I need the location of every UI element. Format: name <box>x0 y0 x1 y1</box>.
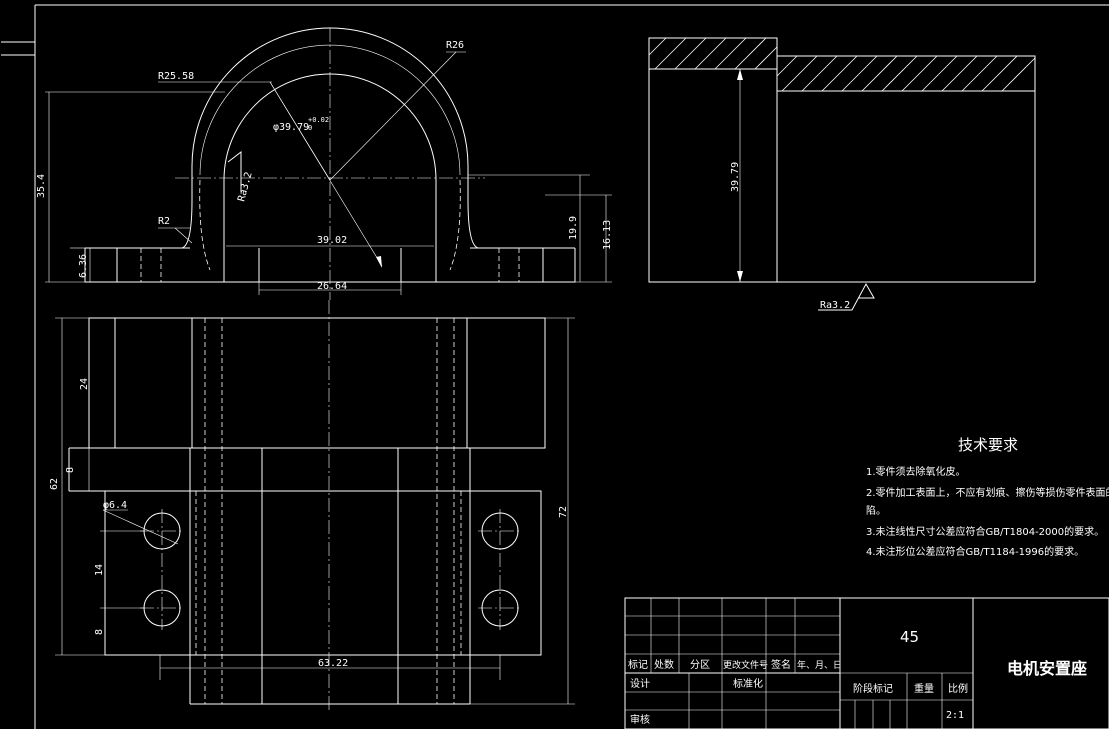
dim-tol-upper: +0.02 <box>308 116 329 124</box>
hdr-change-doc: 更改文件号 <box>723 659 768 671</box>
dim-bore: φ39.79 <box>273 122 309 133</box>
dim-6-36: 6.36 <box>78 254 89 278</box>
hdr-count: 处数 <box>654 658 674 671</box>
roughness-side: Ra3.2 <box>820 300 850 311</box>
lbl-weight: 重量 <box>914 682 934 695</box>
technical-notes: 技术要求 1.零件须去除氧化皮。 2.零件加工表面上，不应有划痕、擦伤等损伤零件… <box>866 436 1109 558</box>
title-block: 45 电机安置座 标记 处数 分区 更改文件号 签名 年、月、日 设计 标准化 … <box>624 597 1109 729</box>
lbl-design: 设计 <box>630 677 650 690</box>
dim-r26: R26 <box>446 40 464 51</box>
dim-hole-dia: φ6.4 <box>103 500 127 511</box>
note-line-5: 4.未注形位公差应符合GB/T1184-1996的要求。 <box>866 545 1084 558</box>
dim-8-bottom: 8 <box>94 629 105 635</box>
material: 45 <box>900 628 919 646</box>
lbl-standardize: 标准化 <box>733 677 763 690</box>
note-line-2: 2.零件加工表面上，不应有划痕、擦伤等损伤零件表面的缺 <box>866 486 1109 499</box>
roughness-front: Ra3.2 <box>236 171 254 203</box>
lbl-review: 审核 <box>630 713 650 726</box>
dim-39-79: 39.79 <box>730 162 741 192</box>
side-hatch <box>648 37 1036 92</box>
side-view: 39.79 Ra3.2 <box>648 37 1036 311</box>
dim-72: 72 <box>558 506 569 518</box>
front-view: R26 R25.58 φ39.79 +0.02 0 Ra3.2 R2 35.4 … <box>36 27 613 300</box>
dim-fillet-r2: R2 <box>158 216 170 227</box>
frame <box>1 4 1109 729</box>
dim-r25-58: R25.58 <box>158 71 194 82</box>
dim-tol-lower: 0 <box>308 124 312 132</box>
dim-24: 24 <box>79 378 90 390</box>
hdr-zone: 分区 <box>690 659 710 671</box>
dim-14: 14 <box>94 564 105 576</box>
lbl-scale: 比例 <box>948 682 968 695</box>
note-line-3: 陷。 <box>866 504 886 517</box>
note-line-4: 3.未注线性尺寸公差应符合GB/T1804-2000的要求。 <box>866 525 1104 538</box>
dim-63-22: 63.22 <box>318 658 348 669</box>
dim-39-02: 39.02 <box>317 235 347 246</box>
dim-62: 62 <box>49 478 60 490</box>
lbl-stage-mark: 阶段标记 <box>853 682 893 695</box>
hdr-date: 年、月、日 <box>797 659 842 671</box>
note-line-1: 1.零件须去除氧化皮。 <box>866 465 966 478</box>
dim-26-64: 26.64 <box>317 281 347 292</box>
notes-title: 技术要求 <box>958 436 1018 454</box>
dim-35-4: 35.4 <box>36 174 47 198</box>
dim-16-13: 16.13 <box>602 220 613 250</box>
dim-19-9: 19.9 <box>568 216 579 240</box>
hdr-sign: 签名 <box>771 658 791 671</box>
hdr-mark: 标记 <box>628 659 648 671</box>
part-name: 电机安置座 <box>1007 659 1087 678</box>
top-view: 24 8 62 φ6.4 14 8 63.22 72 <box>49 300 575 710</box>
scale-value: 2:1 <box>946 710 964 721</box>
dim-8-step: 8 <box>65 467 76 473</box>
